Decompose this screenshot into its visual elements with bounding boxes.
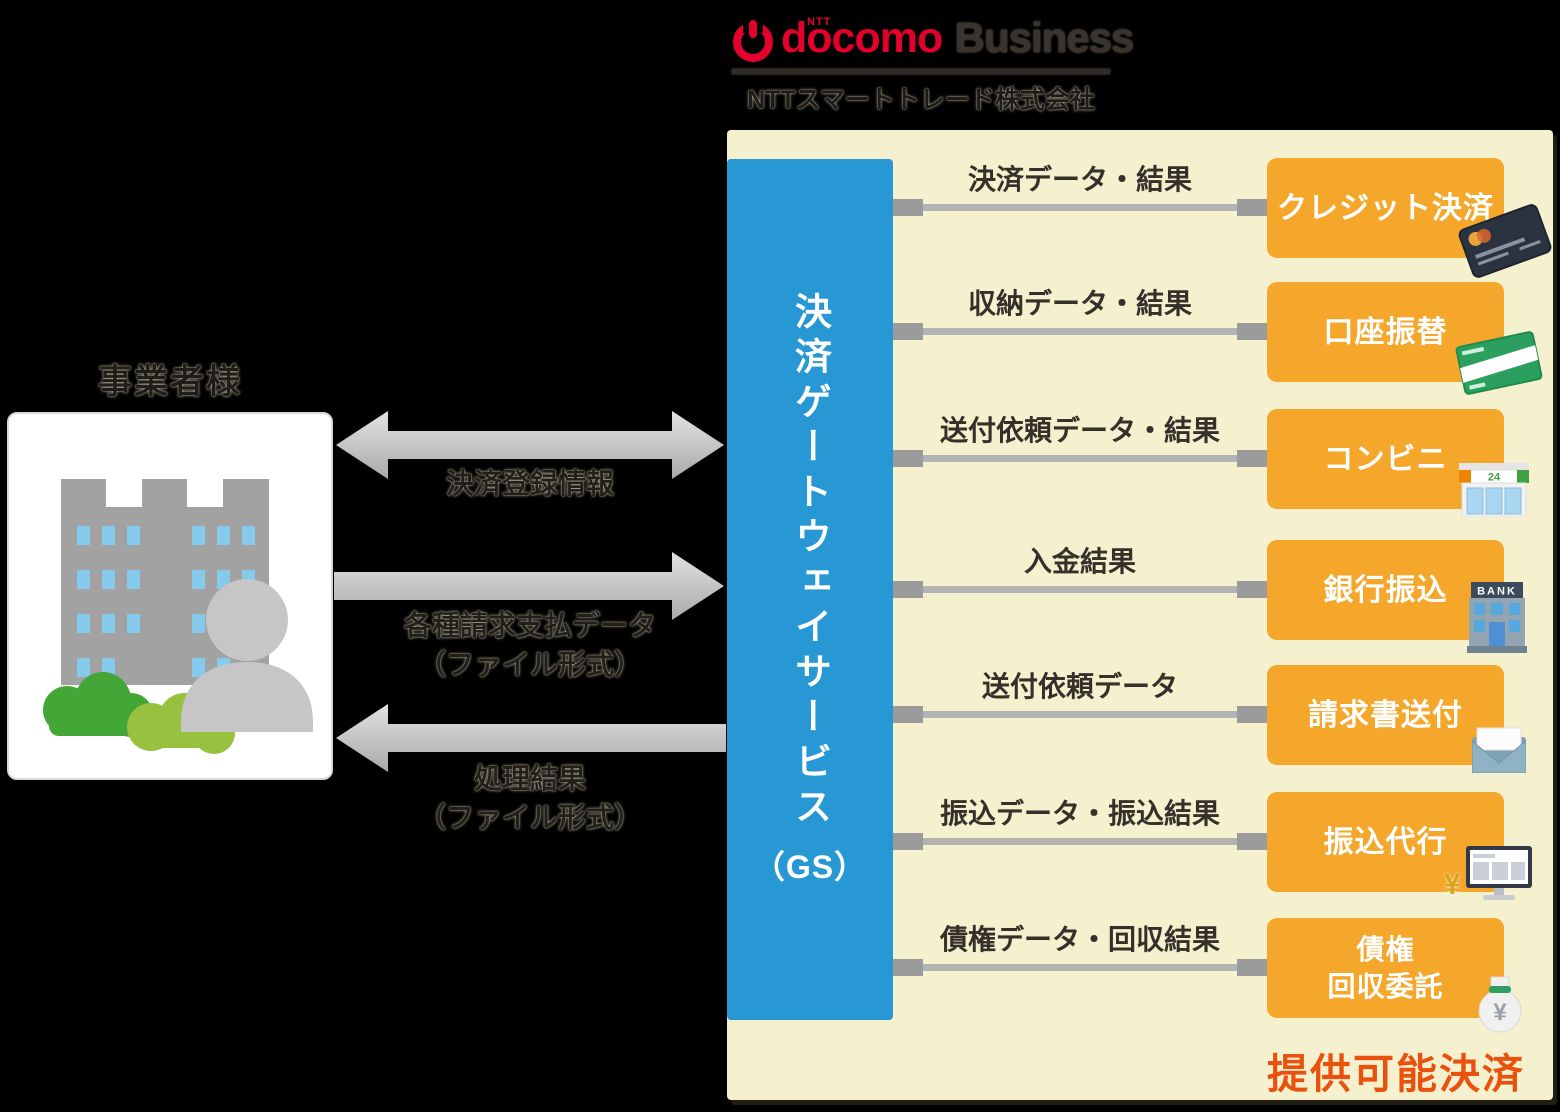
flow-caption-registration: 決済登録情報 (334, 464, 726, 503)
person-silhouette (181, 579, 313, 732)
arrow-both-registration (336, 411, 724, 479)
connector-line (893, 323, 1267, 340)
gateway-box: 決済ゲートウェイサービス （GS） (727, 159, 893, 1020)
service-name: コンビニ (1323, 442, 1448, 476)
service-box-invoice-sending: 請求書送付 (1267, 665, 1504, 765)
connector-cap-left (893, 199, 923, 216)
connector-cap-left (893, 450, 923, 467)
service-name: 口座振替 (1323, 315, 1448, 349)
credit-card-icon (1458, 204, 1552, 278)
money-bag-icon: ¥ (1478, 976, 1522, 1033)
flow-caption-processing-result: 処理結果 （ファイル形式） (334, 759, 726, 837)
computer-monitor-icon (1466, 846, 1532, 900)
arrow-right-billing-data (334, 552, 724, 620)
connector-cap-left (893, 706, 923, 723)
bank-building-icon: BANK (1467, 582, 1527, 653)
cash-card-icon (1455, 331, 1543, 395)
office-building-illustration (43, 479, 313, 754)
docomo-business-logo: NTT docomo Business (781, 14, 1134, 64)
row-flow-label: 収納データ・結果 (967, 288, 1192, 319)
row-flow-label: 決済データ・結果 (967, 164, 1192, 195)
connector-cap-right (1237, 199, 1267, 216)
connector-cap-right (1237, 450, 1267, 467)
flow-caption-subtext: （ファイル形式） (417, 802, 642, 833)
docomo-logo-icon (733, 18, 773, 62)
row-flow-label: 振込データ・振込結果 (939, 798, 1220, 829)
service-name: 銀行振込 (1323, 573, 1448, 607)
connector-line (893, 833, 1267, 850)
row-flow-label: 入金結果 (1023, 546, 1136, 577)
arrow-left-processing-result (336, 704, 726, 772)
connector-cap-right (1237, 706, 1267, 723)
connector-cap-left (893, 323, 923, 340)
service-name-line2: 回収委託 (1327, 971, 1444, 1002)
service-box-debt-collection: 債権 回収委託 (1267, 918, 1504, 1018)
gateway-subtitle: （GS） (752, 848, 868, 885)
merchant-title: 事業者様 (98, 363, 242, 401)
flow-caption-text: 決済登録情報 (445, 468, 614, 499)
connector-cap-left (893, 581, 923, 598)
envelope-icon (1472, 727, 1526, 773)
logo-brand-docomo: docomo (781, 14, 943, 62)
merchant-box (7, 412, 333, 780)
gateway-title: 決済ゲートウェイサービス (789, 291, 831, 832)
flow-caption-text: 処理結果 (473, 763, 586, 794)
service-name: クレジット決済 (1277, 191, 1494, 225)
connector-line (893, 199, 1267, 216)
yen-symbol: ¥ (1493, 999, 1507, 1026)
connector-cap-left (893, 959, 923, 976)
convenience-store-icon: 24 (1459, 463, 1529, 517)
connector-line (893, 581, 1267, 598)
connector-line (893, 959, 1267, 976)
connector-line (893, 706, 1267, 723)
logo-brand-business: Business (954, 14, 1135, 61)
service-name-line1: 債権 (1356, 934, 1415, 965)
flow-caption-billing-data: 各種請求支払データ （ファイル形式） (334, 606, 726, 684)
service-box-transfer-agency: 振込代行 (1267, 792, 1504, 892)
row-flow-label: 債権データ・回収結果 (939, 924, 1220, 955)
available-payments-label: 提供可能決済 (1267, 1051, 1525, 1097)
connector-cap-right (1237, 581, 1267, 598)
logo-ntt-prefix: NTT (807, 16, 832, 28)
service-box-bank-transfer: 銀行振込 (1267, 540, 1504, 640)
row-flow-label: 送付依頼データ (981, 671, 1178, 702)
bank-sign: BANK (1477, 586, 1517, 598)
connector-line (893, 450, 1267, 467)
connector-cap-right (1237, 833, 1267, 850)
service-name: 請求書送付 (1308, 698, 1463, 732)
logo-divider (732, 69, 1110, 74)
connector-cap-right (1237, 959, 1267, 976)
company-name: NTTスマートトレード株式会社 (747, 86, 1095, 114)
connector-cap-right (1237, 323, 1267, 340)
service-name: 振込代行 (1323, 825, 1448, 859)
row-flow-label: 送付依頼データ・結果 (939, 415, 1220, 446)
flow-caption-text: 各種請求支払データ (403, 610, 656, 641)
store-24-sign: 24 (1488, 472, 1501, 484)
yen-symbol: ¥ (1444, 868, 1461, 901)
connector-cap-left (893, 833, 923, 850)
flow-caption-subtext: （ファイル形式） (417, 649, 642, 680)
